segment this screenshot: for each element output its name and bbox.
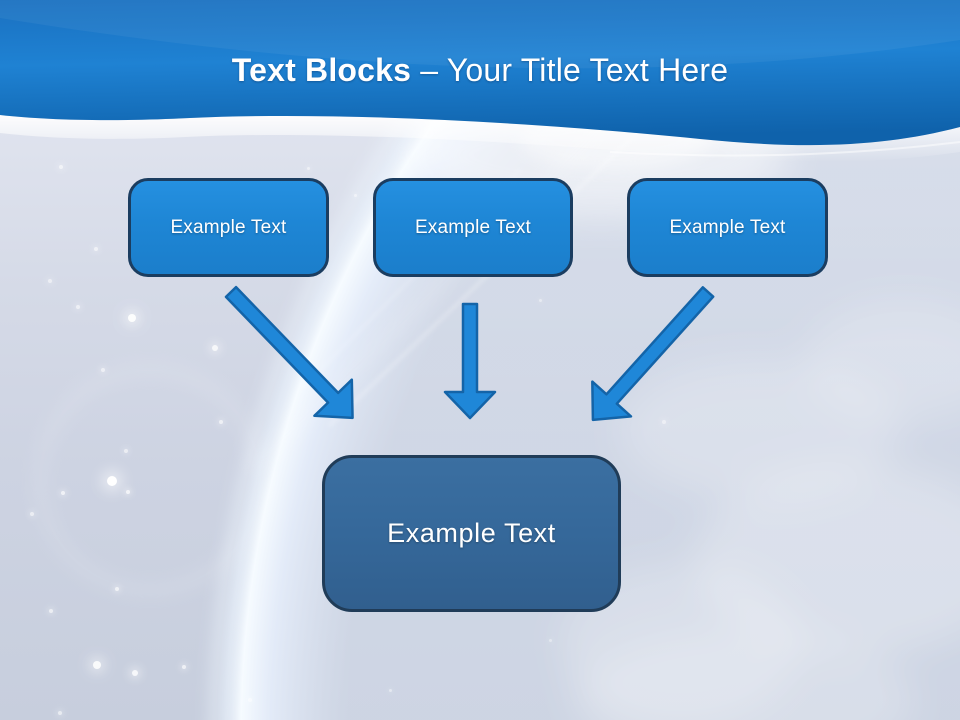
bottom-block-label: Example Text <box>387 518 556 548</box>
star-decoration <box>49 609 53 613</box>
star-decoration <box>58 711 62 715</box>
star-decoration <box>93 661 101 669</box>
star-decoration <box>101 368 105 372</box>
star-decoration <box>76 305 80 309</box>
star-decoration <box>59 165 63 169</box>
star-decoration <box>548 638 552 642</box>
star-decoration <box>248 698 252 702</box>
star-decoration <box>219 420 223 424</box>
star-decoration <box>182 665 186 669</box>
star-decoration <box>107 476 117 486</box>
arrow-right-icon <box>591 286 715 422</box>
arrow-center-icon <box>443 302 497 420</box>
slide-title: Text Blocks – Your Title Text Here <box>0 52 960 89</box>
text-block-3-label: Example Text <box>669 216 786 238</box>
star-decoration <box>212 345 218 351</box>
wave-highlight <box>0 115 960 162</box>
text-block-1-label: Example Text <box>170 216 287 238</box>
star-decoration <box>124 449 128 453</box>
star-decoration <box>132 670 138 676</box>
star-decoration <box>353 193 357 197</box>
star-decoration <box>538 298 542 302</box>
text-block-2-label: Example Text <box>414 216 532 238</box>
star-decoration <box>388 688 392 692</box>
star-decoration <box>662 420 666 424</box>
bottom-block: Example Text <box>322 455 621 612</box>
star-decoration <box>61 491 65 495</box>
star-decoration <box>306 166 310 170</box>
text-block-3: Example Text <box>627 178 828 277</box>
slide-title-emphasis: Text Blocks <box>231 52 412 88</box>
star-decoration <box>115 587 119 591</box>
arrow-left-icon <box>224 285 354 420</box>
star-decoration <box>30 512 34 516</box>
star-decoration <box>94 247 98 251</box>
header-wave <box>0 0 960 162</box>
star-decoration <box>48 279 52 283</box>
slide-title-rest: – Your Title Text Here <box>411 52 729 88</box>
star-decoration <box>126 490 130 494</box>
text-block-1: Example Text <box>128 178 329 277</box>
text-block-2: Example Text <box>373 178 573 277</box>
star-decoration <box>128 314 136 322</box>
